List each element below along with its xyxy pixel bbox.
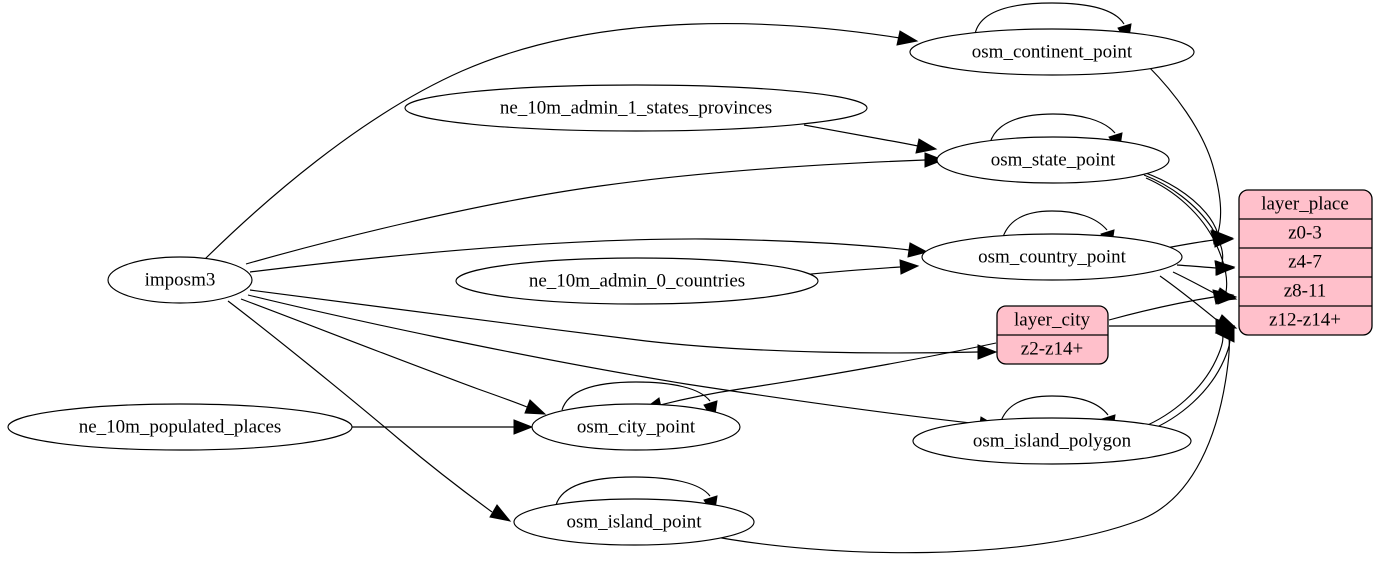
node-osm_country_point[interactable]: osm_country_point bbox=[921, 233, 1183, 281]
node-label-osm_country_point: osm_country_point bbox=[978, 246, 1126, 267]
node-label-ne_10m_populated_places: ne_10m_populated_places bbox=[79, 416, 282, 437]
edge-imposm3-to-osm_state_point bbox=[245, 152, 945, 265]
record-nodes-layer: layer_place z0-3 z4-7 z8-11 z12-z14+ lay… bbox=[996, 189, 1373, 365]
edge-ne_states-to-osm_state_point bbox=[803, 124, 938, 154]
node-label-ne_10m_admin_0_countries: ne_10m_admin_0_countries bbox=[529, 270, 745, 291]
edge-osm_island_point-to-layer_place-z12_z14 bbox=[699, 325, 1235, 554]
node-label-imposm3: imposm3 bbox=[145, 269, 216, 290]
node-ne_10m_populated_places[interactable]: ne_10m_populated_places bbox=[7, 403, 353, 451]
edge-imposm3-to-osm_country_point bbox=[249, 238, 929, 273]
node-osm_city_point[interactable]: osm_city_point bbox=[531, 403, 741, 451]
record-row-layer_city-z2-z14plus[interactable]: z2-z14+ bbox=[1021, 338, 1083, 359]
edge-imposm3-to-layer_city bbox=[249, 289, 998, 360]
edges-layer bbox=[204, 2, 1238, 554]
edge-layer_city-to-layer_place-z8_11 bbox=[1108, 289, 1235, 321]
edge-imposm3-to-osm_island_point bbox=[227, 300, 512, 522]
edge-osm_country_point-to-layer_place-z12_z14 bbox=[1159, 275, 1238, 329]
node-osm_island_polygon[interactable]: osm_island_polygon bbox=[912, 417, 1192, 465]
edge-ne_countries-to-osm_country_point bbox=[799, 259, 920, 276]
node-imposm3[interactable]: imposm3 bbox=[107, 256, 253, 304]
record-row-layer_place-z4-7[interactable]: z4-7 bbox=[1288, 251, 1322, 272]
node-ne_10m_admin_0_countries[interactable]: ne_10m_admin_0_countries bbox=[455, 257, 819, 305]
node-osm_continent_point[interactable]: osm_continent_point bbox=[909, 28, 1195, 76]
edge-osm_island_polygon-to-layer_place-z12_z14 bbox=[1142, 325, 1235, 432]
edge-imposm3-to-osm_continent_point bbox=[204, 23, 919, 260]
node-label-ne_10m_admin_1_states_provinces: ne_10m_admin_1_states_provinces bbox=[500, 97, 772, 118]
edge-imposm3-to-osm_city_point bbox=[240, 298, 547, 415]
node-label-osm_island_polygon: osm_island_polygon bbox=[973, 430, 1132, 451]
record-row-layer_place-z0-3[interactable]: z0-3 bbox=[1288, 222, 1322, 243]
edge-layer_city-to-layer_place-z12_z14 bbox=[1109, 318, 1236, 334]
record-row-layer_place-z8-11[interactable]: z8-11 bbox=[1284, 280, 1327, 301]
edge-ne_populated-to-osm_city_point bbox=[352, 419, 534, 435]
record-node-layer_place[interactable]: layer_place z0-3 z4-7 z8-11 z12-z14+ bbox=[1238, 189, 1373, 336]
nodes-layer: imposm3 ne_10m_admin_1_states_provinces … bbox=[7, 28, 1195, 546]
record-row-layer_place-z12-z14plus[interactable]: z12-z14+ bbox=[1269, 309, 1341, 330]
node-label-osm_state_point: osm_state_point bbox=[991, 149, 1116, 170]
node-label-osm_continent_point: osm_continent_point bbox=[972, 41, 1133, 62]
node-ne_10m_admin_1_states_provinces[interactable]: ne_10m_admin_1_states_provinces bbox=[404, 84, 868, 132]
node-osm_state_point[interactable]: osm_state_point bbox=[936, 136, 1170, 184]
node-osm_island_point[interactable]: osm_island_point bbox=[513, 498, 755, 546]
node-label-osm_island_point: osm_island_point bbox=[566, 511, 702, 532]
record-node-layer_city[interactable]: layer_city z2-z14+ bbox=[996, 305, 1109, 365]
edge-osm_country_point-to-layer_place-z4_7 bbox=[1176, 260, 1236, 276]
edge-layer_city-to-osm_city_point bbox=[641, 342, 997, 413]
record-row-layer_place-title: layer_place bbox=[1261, 193, 1349, 214]
record-row-layer_city-title: layer_city bbox=[1014, 309, 1090, 330]
node-label-osm_city_point: osm_city_point bbox=[577, 416, 696, 437]
